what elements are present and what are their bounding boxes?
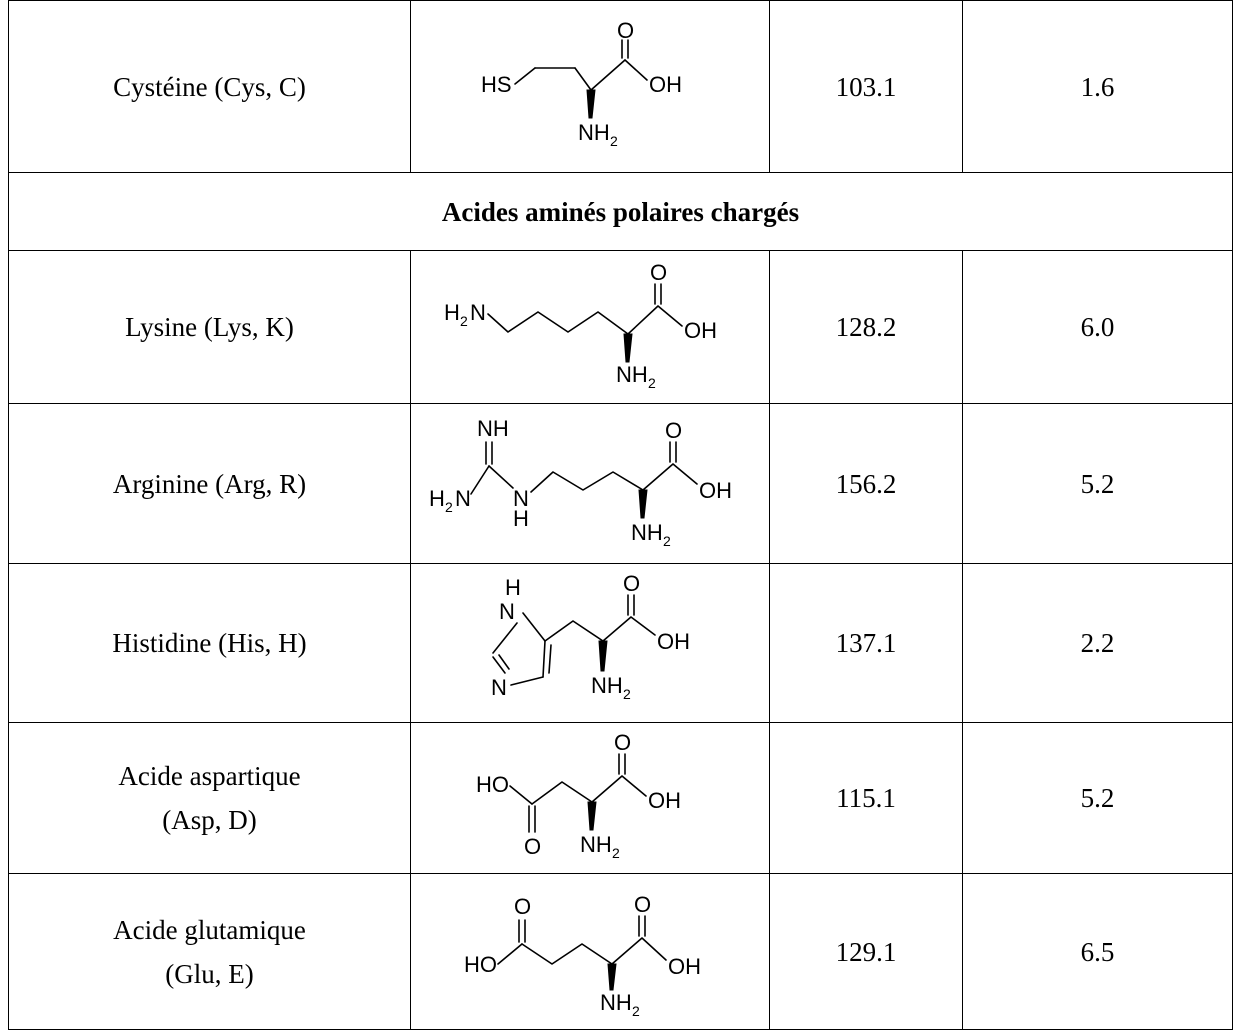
arginine-structure: NH H 2 N N H O OH NH 2 <box>429 416 732 549</box>
amino-acid-name-line: Acide glutamique <box>113 914 306 945</box>
table-row-arginine: Arginine (Arg, R) NH H 2 N N H <box>8 403 1233 564</box>
table-row-cysteine: Cystéine (Cys, C) HS O OH NH 2 <box>8 0 1233 173</box>
structure-label: H <box>513 506 529 531</box>
amino-acid-name-line: Cystéine (Cys, C) <box>113 71 306 102</box>
aspartic-acid-structure: HO O O OH NH 2 <box>476 730 681 861</box>
amino-acid-name: Arginine (Arg, R) <box>8 403 411 564</box>
structure-label: 2 <box>445 499 453 515</box>
structure-label: HO <box>476 772 509 797</box>
structure-label: N <box>513 486 529 511</box>
section-title-charged: Acides aminés polaires chargés <box>8 172 1233 251</box>
amino-acid-name: Cystéine (Cys, C) <box>8 0 411 173</box>
lysine-structure: H 2 N O OH NH 2 <box>444 260 717 391</box>
amino-acid-table-page: Cystéine (Cys, C) HS O OH NH 2 <box>8 0 1233 1030</box>
value-cell: 5.2 <box>962 722 1233 874</box>
structure-label: 2 <box>460 313 468 329</box>
value-cell: 6.5 <box>962 873 1233 1030</box>
amino-acid-name-line: (Asp, D) <box>162 805 257 835</box>
structure-cell: H N N O OH NH 2 <box>410 563 770 723</box>
structure-label: O <box>514 894 531 919</box>
molar-mass: 129.1 <box>769 873 963 1030</box>
amino-acid-name-line: Acide aspartique <box>118 761 301 791</box>
amino-acid-name: Acide glutamique (Glu, E) <box>8 873 411 1030</box>
structure-label: O <box>650 260 667 285</box>
structure-label: 2 <box>648 375 656 391</box>
amino-acid-table: Cystéine (Cys, C) HS O OH NH 2 <box>8 0 1233 1030</box>
structure-label: H <box>429 486 445 511</box>
structure-label: NH <box>600 990 632 1015</box>
structure-label: 2 <box>663 533 671 549</box>
structure-label: OH <box>668 954 701 979</box>
structure-label: HO <box>464 952 497 977</box>
structure-label: NH <box>616 362 648 387</box>
value-cell: 1.6 <box>962 0 1233 173</box>
structure-cell: NH H 2 N N H O OH NH 2 <box>410 403 770 564</box>
structure-label: OH <box>657 629 690 654</box>
structure-label: H <box>444 300 460 325</box>
structure-label: N <box>499 599 515 624</box>
section-header-row: Acides aminés polaires chargés <box>8 172 1233 251</box>
structure-cell: HO O O OH NH 2 <box>410 873 770 1030</box>
structure-label: NH <box>631 520 663 545</box>
structure-label: HS <box>481 72 512 97</box>
molar-mass: 156.2 <box>769 403 963 564</box>
amino-acid-name-line: (Glu, E) <box>165 958 254 989</box>
value-cell: 6.0 <box>962 250 1233 404</box>
histidine-structure: H N N O OH NH 2 <box>491 571 690 702</box>
structure-label: 2 <box>623 686 631 702</box>
structure-label: NH <box>477 416 509 441</box>
structure-label: OH <box>648 788 681 813</box>
structure-label: 2 <box>612 845 620 861</box>
structure-label: OH <box>699 478 732 503</box>
table-row-lysine: Lysine (Lys, K) H 2 N O OH NH 2 128.2 <box>8 250 1233 404</box>
table-row-histidine: Histidine (His, H) H N N O <box>8 563 1233 723</box>
amino-acid-name-line: Lysine (Lys, K) <box>125 312 294 342</box>
cysteine-structure: HS O OH NH 2 <box>481 18 682 149</box>
structure-cell: HS O OH NH 2 <box>410 0 770 173</box>
value-cell: 5.2 <box>962 403 1233 564</box>
structure-label: O <box>614 730 631 755</box>
structure-label: O <box>634 892 651 917</box>
structure-label: NH <box>578 120 610 145</box>
molar-mass: 128.2 <box>769 250 963 404</box>
structure-label: OH <box>649 72 682 97</box>
structure-label: NH <box>591 673 623 698</box>
structure-cell: HO O O OH NH 2 <box>410 722 770 874</box>
structure-label: 2 <box>610 133 618 149</box>
structure-label: O <box>623 571 640 596</box>
structure-label: O <box>524 834 541 859</box>
table-row-glutamic-acid: Acide glutamique (Glu, E) HO O O OH NH <box>8 873 1233 1030</box>
molar-mass: 137.1 <box>769 563 963 723</box>
molar-mass: 103.1 <box>769 0 963 173</box>
structure-label: OH <box>684 318 717 343</box>
structure-label: O <box>617 18 634 43</box>
structure-label: H <box>505 575 521 600</box>
amino-acid-name: Lysine (Lys, K) <box>8 250 411 404</box>
structure-label: N <box>455 486 471 511</box>
structure-label: N <box>491 675 507 700</box>
structure-cell: H 2 N O OH NH 2 <box>410 250 770 404</box>
molar-mass: 115.1 <box>769 722 963 874</box>
value-cell: 2.2 <box>962 563 1233 723</box>
amino-acid-name-line: Arginine (Arg, R) <box>112 468 307 499</box>
amino-acid-name: Histidine (His, H) <box>8 563 411 723</box>
structure-label: NH <box>580 832 612 857</box>
structure-label: O <box>665 418 682 443</box>
amino-acid-name-line: Histidine (His, H) <box>112 628 307 658</box>
table-row-aspartic-acid: Acide aspartique (Asp, D) HO O O OH NH <box>8 722 1233 874</box>
structure-label: N <box>470 300 486 325</box>
amino-acid-name: Acide aspartique (Asp, D) <box>8 722 411 874</box>
glutamic-acid-structure: HO O O OH NH 2 <box>464 892 701 1019</box>
